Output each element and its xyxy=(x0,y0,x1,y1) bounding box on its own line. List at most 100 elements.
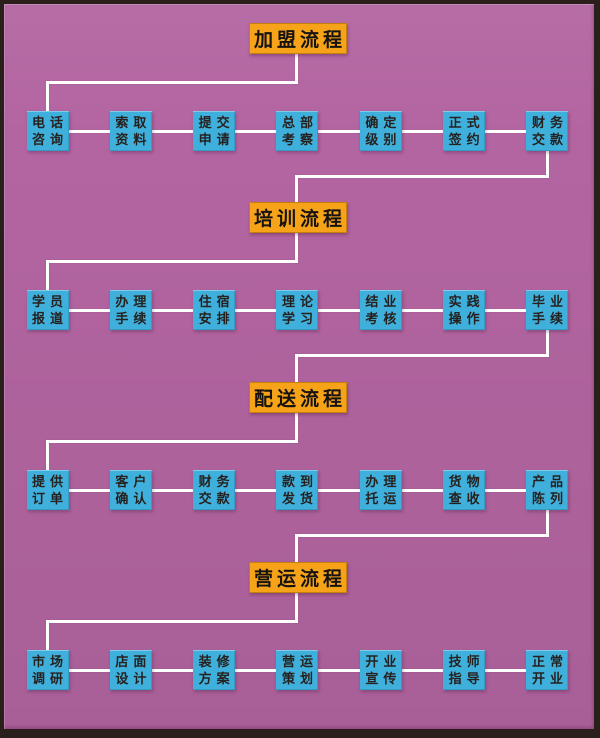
connector-line xyxy=(295,592,298,623)
flow-step-label-line2: 确认 xyxy=(115,491,152,506)
flow-title-label: 配送流程 xyxy=(253,389,346,410)
flow-step-label-line2: 学习 xyxy=(281,311,318,326)
flow-step-label-line2: 查收 xyxy=(448,491,485,506)
flow-step-label-line1: 市场 xyxy=(31,654,68,669)
connector-line xyxy=(295,354,298,383)
connector-line xyxy=(46,440,49,472)
flow-title-label: 培训流程 xyxy=(253,209,346,230)
flow-step-label-line1: 财务 xyxy=(531,115,568,130)
flow-step-box: 毕业手续 xyxy=(526,290,569,330)
flow-step-label-line2: 交款 xyxy=(198,491,235,506)
connector-line xyxy=(295,354,549,357)
flow-step-label-line2: 资料 xyxy=(115,132,152,147)
connector-line xyxy=(295,53,298,84)
flow-step-label-line2: 手续 xyxy=(531,311,568,326)
connector-line xyxy=(295,232,298,263)
flow-step-label-line2: 开业 xyxy=(531,671,568,686)
flow-step-label-line1: 装修 xyxy=(198,654,235,669)
flow-step-label-line1: 技师 xyxy=(448,654,485,669)
flow-step-label-line2: 考察 xyxy=(281,132,318,147)
connector-line xyxy=(295,534,549,537)
flow-step-label-line1: 开业 xyxy=(365,654,402,669)
connector-line xyxy=(46,260,49,292)
flow-step-label-line1: 财务 xyxy=(198,474,235,489)
flow-step-label-line2: 陈列 xyxy=(531,491,568,506)
flow-step-label-line1: 办理 xyxy=(115,294,152,309)
flow-title-label: 加盟流程 xyxy=(253,30,346,51)
flow-step-label-line1: 营运 xyxy=(281,654,318,669)
flow-title-box: 营运流程 xyxy=(249,562,347,593)
connector-line xyxy=(295,175,298,203)
flow-step-label-line1: 实践 xyxy=(448,294,485,309)
flow-step-label-line2: 操作 xyxy=(448,311,485,326)
flow-step-label-line2: 调研 xyxy=(31,671,68,686)
flow-step-label-line2: 交款 xyxy=(531,132,568,147)
connector-line xyxy=(46,440,298,443)
connector-line xyxy=(295,412,298,443)
flow-step-label-line2: 策划 xyxy=(281,671,318,686)
flow-step-label-line1: 正式 xyxy=(448,115,485,130)
flow-step-label-line1: 货物 xyxy=(448,474,485,489)
flow-step-box: 提交申请 xyxy=(193,111,236,151)
flow-step-label-line1: 总部 xyxy=(281,115,318,130)
flow-step-box: 正常开业 xyxy=(526,650,569,690)
flow-step-label-line2: 申请 xyxy=(198,132,235,147)
flow-step-box: 货物查收 xyxy=(443,470,486,510)
connector-line xyxy=(46,620,49,652)
flow-step-label-line1: 毕业 xyxy=(531,294,568,309)
flow-step-label-line1: 电话 xyxy=(31,115,68,130)
connector-line xyxy=(46,260,298,263)
connector-line xyxy=(46,81,298,84)
flow-step-label-line2: 报道 xyxy=(31,311,68,326)
flow-step-box: 总部考察 xyxy=(276,111,319,151)
flow-step-label-line1: 住宿 xyxy=(198,294,235,309)
flow-step-label-line2: 安排 xyxy=(198,311,235,326)
flow-step-label-line1: 索取 xyxy=(115,115,152,130)
flow-step-label-line1: 店面 xyxy=(115,654,152,669)
flow-step-label-line2: 签约 xyxy=(448,132,485,147)
flow-step-label-line2: 级别 xyxy=(365,132,402,147)
flow-step-box: 正式签约 xyxy=(443,111,486,151)
flow-step-label-line2: 设计 xyxy=(115,671,152,686)
flow-title-label: 营运流程 xyxy=(253,569,346,590)
flow-step-label-line1: 确定 xyxy=(365,115,402,130)
flow-step-box: 学员报道 xyxy=(26,290,69,330)
flow-step-box: 理论学习 xyxy=(276,290,319,330)
flow-step-box: 电话咨询 xyxy=(26,111,69,151)
connector-line xyxy=(545,510,549,537)
flow-step-label-line2: 方案 xyxy=(198,671,235,686)
flow-step-box: 办理托运 xyxy=(359,470,402,510)
flow-step-label-line2: 订单 xyxy=(31,491,68,506)
flow-step-box: 装修方案 xyxy=(193,650,236,690)
flow-step-label-line2: 手续 xyxy=(115,311,152,326)
flow-step-box: 实践操作 xyxy=(443,290,486,330)
flow-step-box: 市场调研 xyxy=(26,650,69,690)
flow-step-label-line1: 办理 xyxy=(365,474,402,489)
flow-step-box: 店面设计 xyxy=(109,650,152,690)
flow-step-box: 结业考核 xyxy=(359,290,402,330)
flow-step-label-line1: 产品 xyxy=(531,474,568,489)
flow-step-label-line2: 考核 xyxy=(365,311,402,326)
flow-step-label-line1: 结业 xyxy=(365,294,402,309)
flow-step-box: 营运策划 xyxy=(276,650,319,690)
flow-step-box: 提供订单 xyxy=(26,470,69,510)
flow-title-box: 培训流程 xyxy=(249,202,347,233)
flow-title-box: 配送流程 xyxy=(249,382,347,413)
connector-line xyxy=(295,175,549,178)
flow-step-box: 产品陈列 xyxy=(526,470,569,510)
flow-step-box: 开业宣传 xyxy=(359,650,402,690)
flow-step-label-line1: 提供 xyxy=(31,474,68,489)
flow-step-box: 客户确认 xyxy=(109,470,152,510)
flow-step-label-line1: 款到 xyxy=(281,474,318,489)
connector-line xyxy=(295,534,298,563)
flow-title-box: 加盟流程 xyxy=(249,23,347,54)
flow-step-label-line1: 理论 xyxy=(281,294,318,309)
flow-step-label-line2: 宣传 xyxy=(365,671,402,686)
connector-line xyxy=(545,330,549,357)
connector-line xyxy=(46,81,49,113)
connector-line xyxy=(46,620,298,623)
flow-step-label-line2: 咨询 xyxy=(31,132,68,147)
flow-step-label-line1: 正常 xyxy=(531,654,568,669)
flow-step-box: 款到发货 xyxy=(276,470,319,510)
flow-step-label-line2: 指导 xyxy=(448,671,485,686)
